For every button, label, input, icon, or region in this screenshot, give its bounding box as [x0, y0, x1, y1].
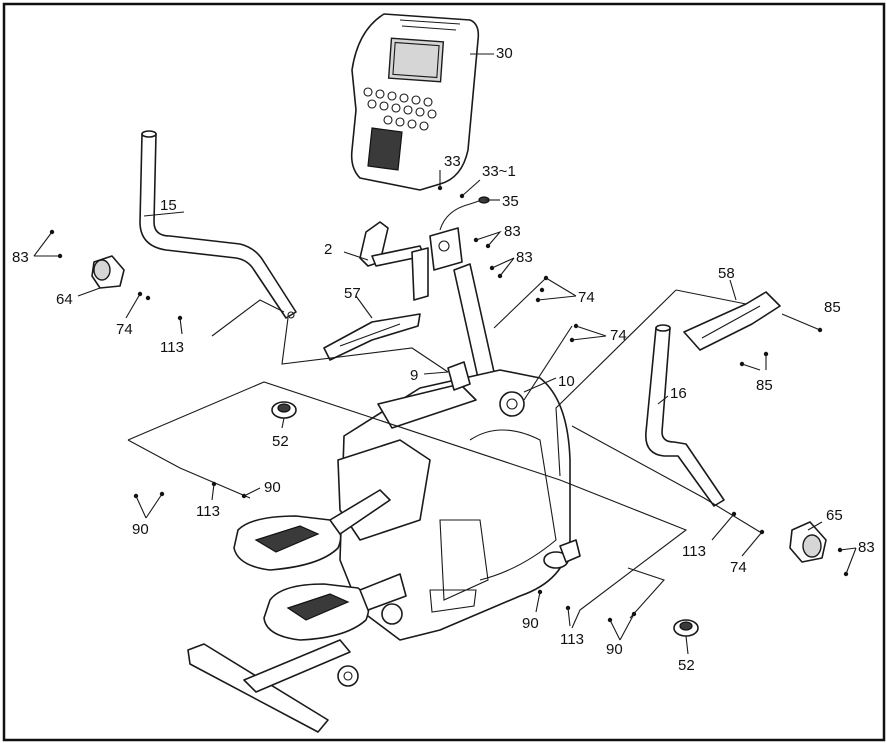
callout-83-right: 83: [858, 539, 875, 556]
top-cover-part: [323, 313, 421, 361]
callout-90-left-a: 90: [264, 479, 281, 496]
callout-33: 33: [444, 153, 461, 170]
lower-pedal-part: [263, 573, 407, 641]
console-mast-part: [429, 196, 495, 379]
end-cap-right-part: [673, 619, 699, 637]
callout-83-left: 83: [12, 249, 29, 266]
callout-83-top-b: 83: [516, 249, 533, 266]
upper-pedal-part: [233, 489, 391, 571]
callout-65: 65: [826, 507, 843, 524]
left-grip-part: [91, 255, 125, 289]
callout-85-a: 85: [824, 299, 841, 316]
callout-33-1: 33~1: [482, 163, 516, 180]
callout-labels: 30 33 33~1 35 15 2 83 83 83 64 74 113 57…: [12, 45, 875, 674]
callout-64: 64: [56, 291, 73, 308]
callout-2: 2: [324, 241, 332, 258]
callout-113-left: 113: [160, 339, 184, 356]
callout-83-top-a: 83: [504, 223, 521, 240]
callout-10: 10: [558, 373, 575, 390]
right-handlebar-part: [645, 324, 725, 507]
callout-30: 30: [496, 45, 513, 62]
left-handlebar-part: [139, 130, 297, 319]
callout-90-left-b: 90: [132, 521, 149, 538]
callout-74-mid-a: 74: [578, 289, 595, 306]
callout-74-mid-b: 74: [610, 327, 627, 344]
callout-90-bottom-a: 90: [522, 615, 539, 632]
callout-113-mid: 113: [196, 503, 220, 520]
right-grip-part: [789, 521, 827, 563]
callout-leaders: [33, 53, 857, 655]
front-stabilizer-part: [187, 639, 359, 733]
callout-52-right: 52: [678, 657, 695, 674]
callout-9: 9: [410, 367, 418, 384]
callout-16: 16: [670, 385, 687, 402]
callout-113-bottom: 113: [560, 631, 584, 648]
callout-35: 35: [502, 193, 519, 210]
callout-90-bottom-b: 90: [606, 641, 623, 658]
callout-52-left: 52: [272, 433, 289, 450]
callout-113-right: 113: [682, 543, 706, 560]
end-cap-left-part: [271, 401, 297, 419]
callout-15: 15: [160, 197, 177, 214]
callout-58: 58: [718, 265, 735, 282]
callout-57: 57: [344, 285, 361, 302]
pivot-axle-part: [359, 221, 429, 301]
callout-74-right: 74: [730, 559, 747, 576]
callout-74-left: 74: [116, 321, 133, 338]
rear-leveler-part: [543, 539, 581, 569]
assembly-lines: [127, 277, 761, 629]
console-keypad: [363, 87, 437, 131]
console-part: [350, 13, 480, 191]
callout-85-b: 85: [756, 377, 773, 394]
